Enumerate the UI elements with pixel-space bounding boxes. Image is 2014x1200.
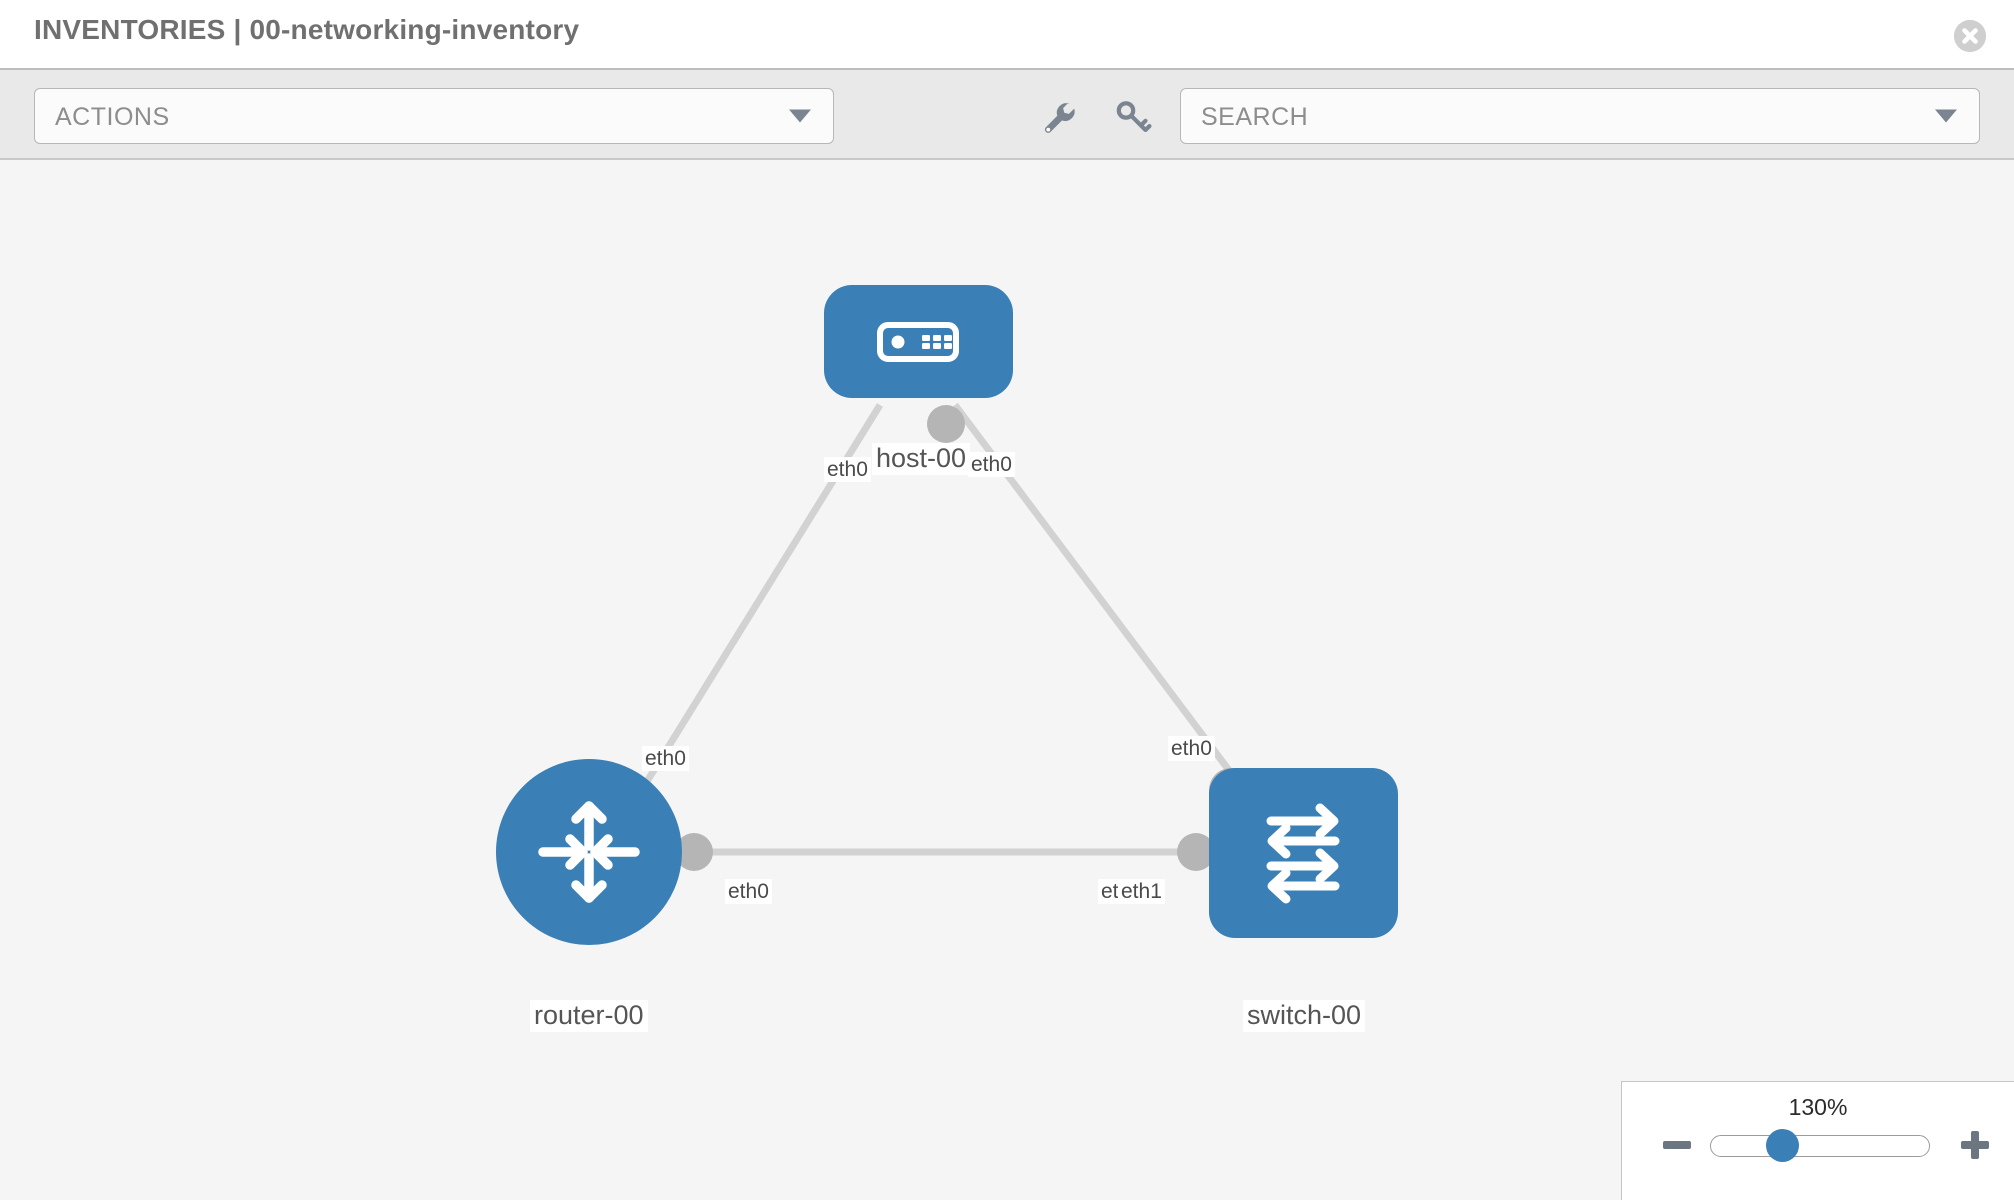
topology-canvas[interactable]: host-00 router-00 switch-00 eth0 eth0 et… (0, 160, 2014, 1200)
close-icon[interactable] (1954, 20, 1986, 52)
edge-label-router-eth0-up[interactable]: eth0 (642, 746, 689, 772)
edge-label-router-eth0-right[interactable]: eth0 (725, 879, 772, 905)
search-input[interactable]: SEARCH (1180, 88, 1980, 144)
page-title: INVENTORIES | 00-networking-inventory (34, 14, 580, 45)
node-router-00[interactable] (496, 759, 682, 945)
node-label-router-00[interactable]: router-00 (530, 1000, 648, 1032)
zoom-slider-thumb[interactable] (1766, 1129, 1799, 1162)
chevron-down-icon (789, 109, 811, 123)
minus-icon[interactable] (1660, 1128, 1694, 1162)
chevron-down-icon[interactable] (1935, 109, 1957, 123)
topology-graph (496, 285, 1398, 945)
node-switch-00[interactable] (1209, 768, 1398, 938)
topology-connectors (675, 405, 1253, 871)
zoom-control-panel: 130% (1621, 1081, 2014, 1200)
actions-dropdown[interactable]: ACTIONS (34, 88, 834, 144)
wrench-icon[interactable] (1036, 94, 1080, 138)
page-header: INVENTORIES | 00-networking-inventory (0, 0, 2014, 68)
connector-nub[interactable] (1177, 833, 1215, 871)
edge-label-host-eth0-left[interactable]: eth0 (824, 457, 871, 483)
toolbar: ACTIONS SEARCH (0, 68, 2014, 160)
key-icon[interactable] (1110, 94, 1154, 138)
zoom-slider-track[interactable] (1710, 1135, 1930, 1157)
edge-label-switch-eth1-front[interactable]: eth1 (1118, 879, 1165, 905)
topology-nodes (496, 285, 1398, 945)
edge-label-switch-eth0-up[interactable]: eth0 (1168, 736, 1215, 762)
search-placeholder: SEARCH (1201, 103, 1309, 131)
node-label-switch-00[interactable]: switch-00 (1243, 1000, 1366, 1032)
plus-icon[interactable] (1958, 1128, 1992, 1162)
edge-label-host-eth0-right[interactable]: eth0 (968, 452, 1015, 478)
node-label-host-00[interactable]: host-00 (872, 443, 971, 475)
actions-dropdown-label: ACTIONS (55, 103, 170, 131)
node-host-00[interactable] (824, 285, 1013, 398)
connector-nub[interactable] (675, 833, 713, 871)
zoom-level-label: 130% (1788, 1094, 1848, 1120)
connector-nub[interactable] (927, 405, 965, 443)
